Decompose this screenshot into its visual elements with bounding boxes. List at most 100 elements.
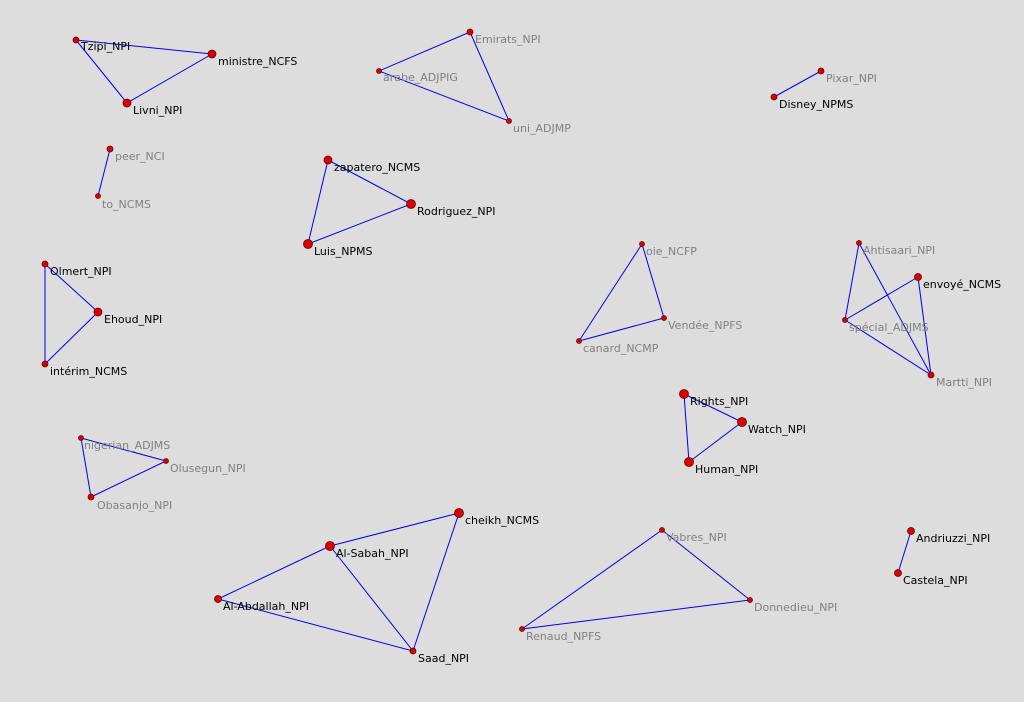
node-label-to: to_NCMS [102,198,151,211]
node-martti[interactable] [927,371,935,379]
edge-human-watch [688,421,743,463]
node-special[interactable] [842,317,848,323]
node-interim[interactable] [41,360,49,368]
node-label-tzipi: Tzipi_NPI [80,40,130,53]
edge-cheikh-saad [412,512,460,652]
node-label-disney: Disney_NPMS [779,98,853,111]
node-rodriguez[interactable] [406,199,416,209]
edge-ahtisaari-martti [858,242,932,376]
edge-ahtisaari-special [844,242,860,321]
node-emirats[interactable] [466,28,474,36]
edge-vabres-donnedieu [661,529,751,601]
node-ministre[interactable] [207,49,217,59]
node-label-special: spécial_ADJMS [849,321,929,334]
edge-envoye-martti [917,276,932,376]
node-alabdallah[interactable] [214,595,222,603]
node-label-ahtisaari: Ahtisaari_NPI [863,244,935,257]
node-label-donnedieu: Donnedieu_NPI [754,601,837,614]
edge-special-martti [844,319,932,376]
node-label-alabdallah: Al-Abdallah_NPI [223,600,309,613]
node-ehoud[interactable] [93,307,103,317]
node-olusegun[interactable] [163,458,169,464]
node-tzipi[interactable] [72,36,80,44]
edge-livni-ministre [126,53,213,104]
node-label-oie: oie_NCFP [646,245,697,258]
node-nigerian[interactable] [78,435,84,441]
edge-rights-watch [683,393,743,423]
edge-tzipi-livni [75,39,128,104]
node-label-rights: Rights_NPI [690,395,748,408]
node-label-uni: uni_ADJMP [513,122,571,135]
node-luis[interactable] [303,239,313,249]
node-rights[interactable] [679,389,689,399]
edge-oie-canard [578,243,643,342]
edge-luis-rodriguez [307,203,412,245]
node-label-envoye: envoyé_NCMS [923,278,1001,291]
node-label-olusegun: Olusegun_NPI [170,462,246,475]
node-arabe[interactable] [376,68,382,74]
node-label-olmert: Olmert_NPI [50,265,112,278]
node-label-peer: peer_NCI [115,150,165,163]
node-alsabah[interactable] [325,541,335,551]
node-label-alsabah: Al-Sabah_NPI [336,547,409,560]
node-peer[interactable] [106,145,114,153]
node-label-human: Human_NPI [695,463,758,476]
node-human[interactable] [684,457,694,467]
edge-alsabah-saad [329,545,414,652]
edge-canard-vendee [578,317,665,342]
node-label-ehoud: Ehoud_NPI [104,313,162,326]
edge-disney-pixar [773,70,822,98]
node-donnedieu[interactable] [747,597,753,603]
node-label-interim: intérim_NCMS [50,365,127,378]
edge-alsabah-cheikh [329,512,460,547]
node-disney[interactable] [770,93,778,101]
node-ahtisaari[interactable] [856,240,862,246]
node-label-pixar: Pixar_NPI [826,72,877,85]
node-label-arabe: arabe_ADJPIG [383,71,458,84]
edge-interim-ehoud [44,311,99,365]
node-label-luis: Luis_NPMS [314,245,373,258]
node-label-renaud: Renaud_NPFS [526,630,601,643]
edge-zapatero-rodriguez [327,159,412,205]
node-label-rodriguez: Rodriguez_NPI [417,205,496,218]
node-livni[interactable] [122,98,132,108]
edge-nigerian-olusegun [80,437,167,462]
edge-tzipi-ministre [75,39,213,55]
node-vendee[interactable] [661,315,667,321]
node-obasanjo[interactable] [87,493,95,501]
node-canard[interactable] [576,338,582,344]
edge-emirats-uni [469,31,510,122]
node-vabres[interactable] [659,527,665,533]
node-label-canard: canard_NCMP [583,342,659,355]
node-zapatero[interactable] [323,155,333,165]
edge-oie-vendee [641,243,665,319]
node-label-livni: Livni_NPI [133,104,182,117]
node-label-vabres: Vabres_NPI [666,531,727,544]
node-pixar[interactable] [817,67,825,75]
node-envoye[interactable] [914,273,922,281]
node-label-zapatero: zapatero_NCMS [334,161,420,174]
node-layer [41,28,935,655]
edge-olmert-ehoud [44,263,99,313]
node-saad[interactable] [409,647,417,655]
node-oie[interactable] [639,241,645,247]
node-to[interactable] [95,193,101,199]
edge-layer [44,31,932,652]
node-renaud[interactable] [519,626,525,632]
node-label-castela: Castela_NPI [903,574,968,587]
edge-renaud-vabres [521,529,663,630]
node-label-andriuzzi: Andriuzzi_NPI [916,532,990,545]
node-uni[interactable] [506,118,512,124]
node-label-saad: Saad_NPI [418,652,469,665]
node-castela[interactable] [894,569,902,577]
node-label-cheikh: cheikh_NCMS [465,514,539,527]
edge-andriuzzi-castela [897,530,912,574]
node-cheikh[interactable] [454,508,464,518]
edge-olusegun-obasanjo [90,460,167,498]
node-andriuzzi[interactable] [907,527,915,535]
node-watch[interactable] [737,417,747,427]
edge-arabe-uni [378,70,510,122]
node-label-emirats: Emirats_NPI [475,33,541,46]
node-olmert[interactable] [41,260,49,268]
